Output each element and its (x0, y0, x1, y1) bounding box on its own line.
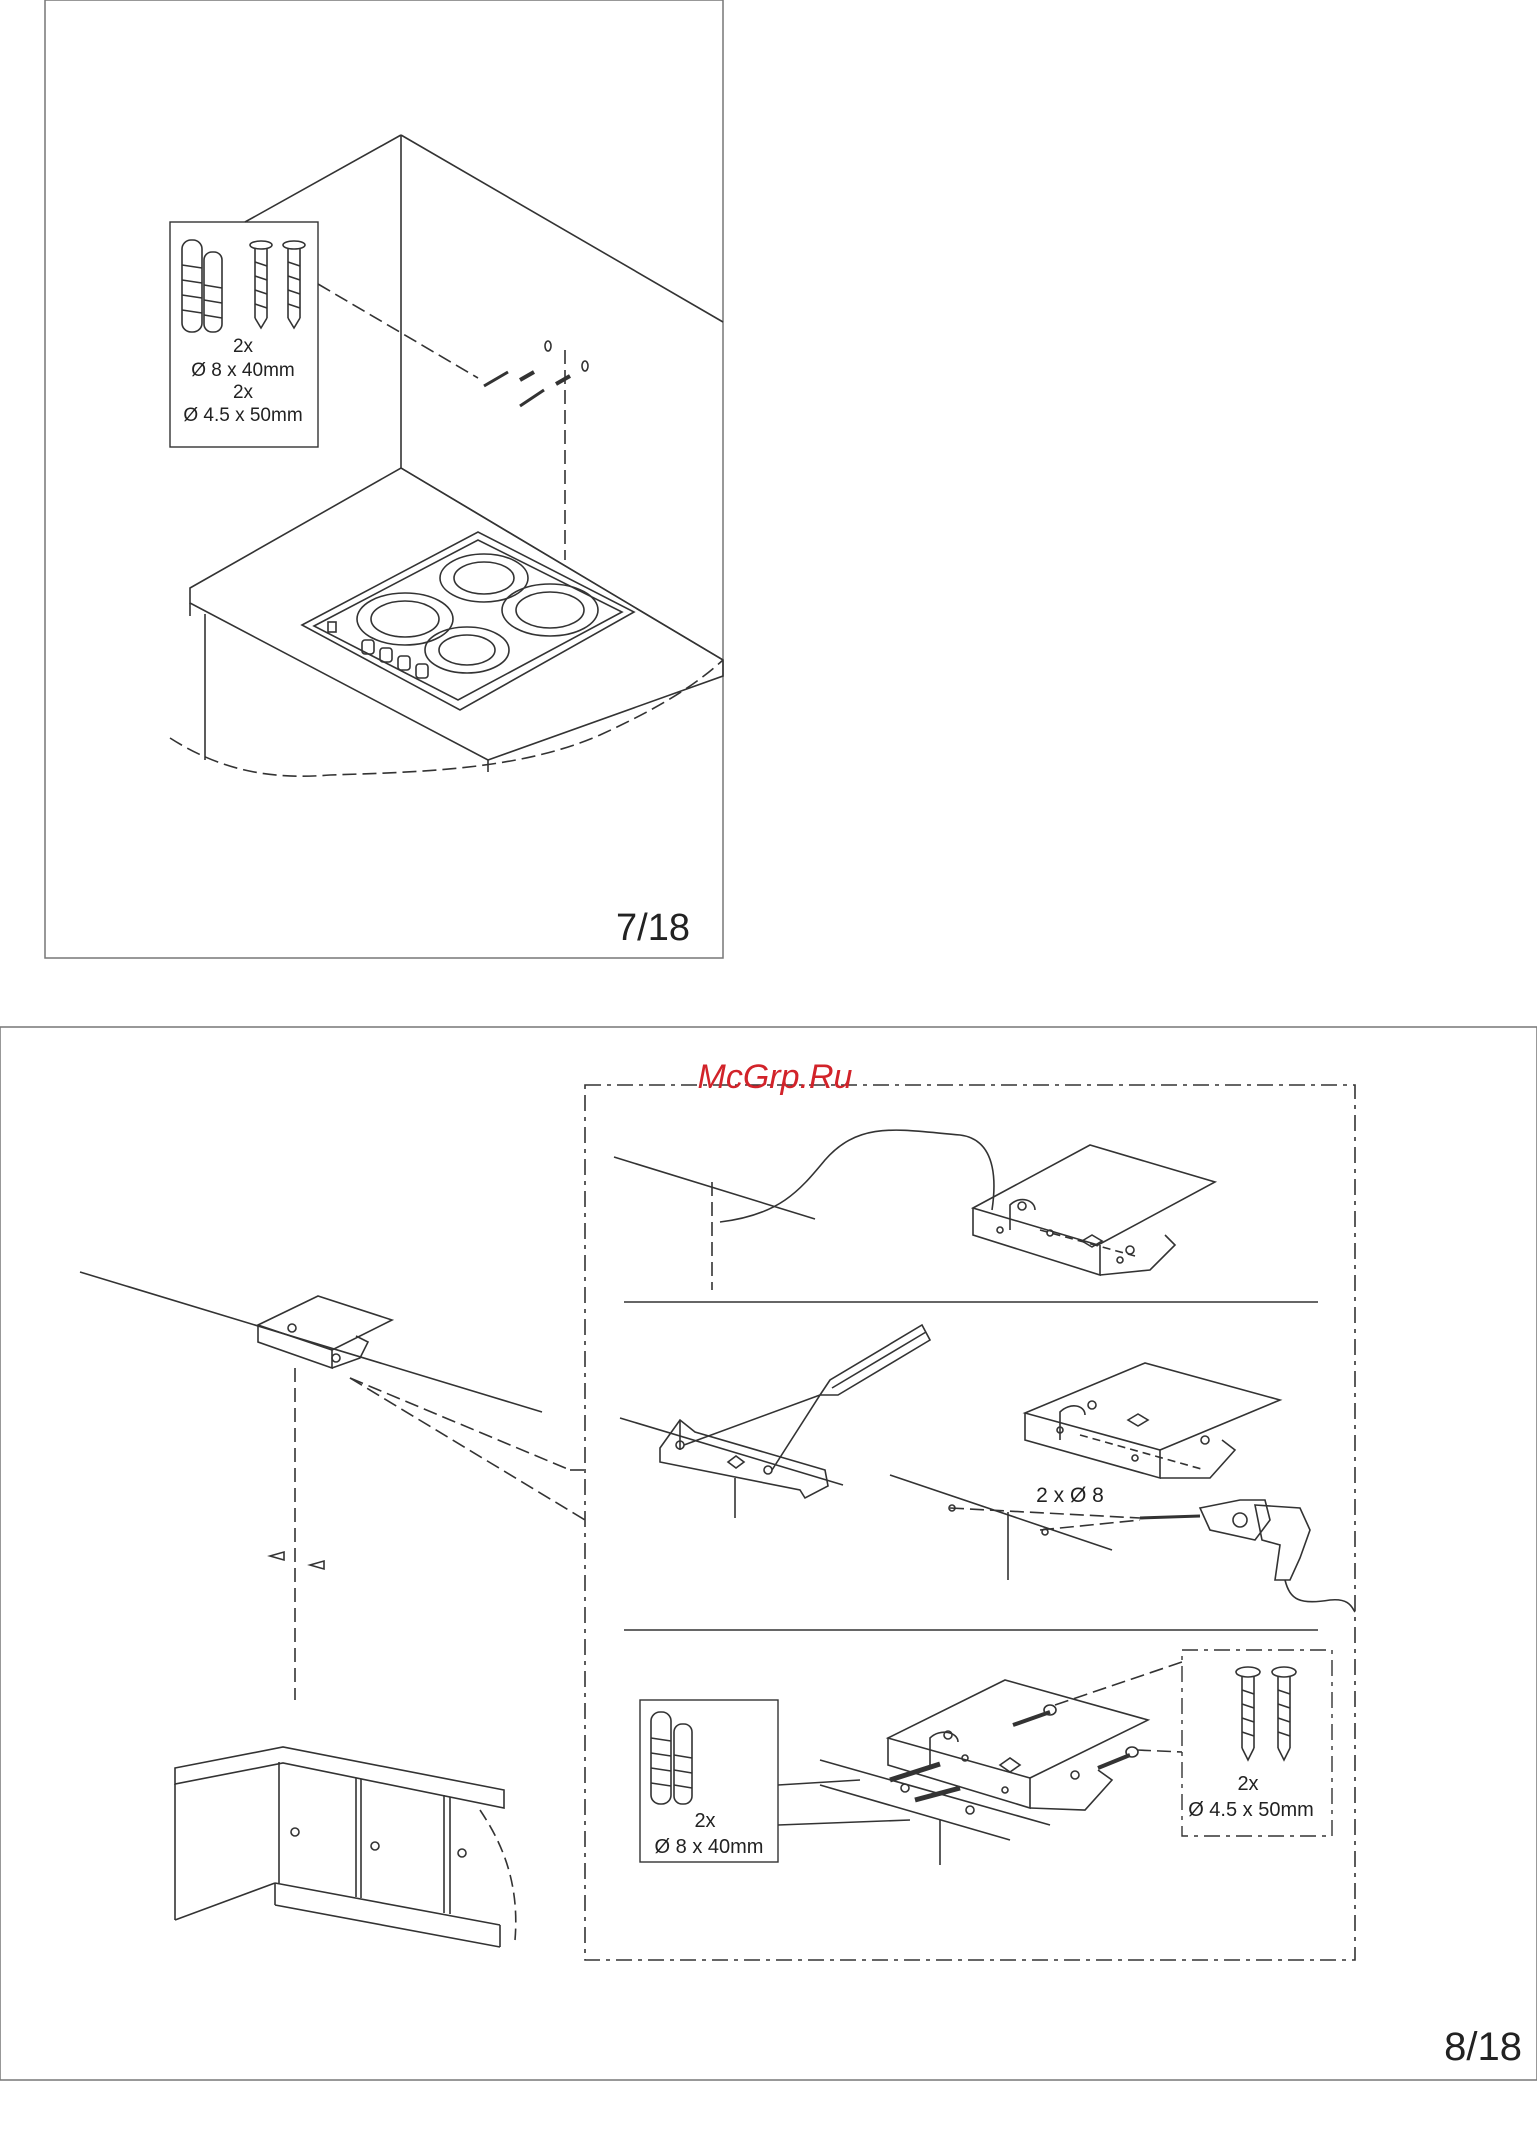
overview-bracket (80, 1272, 585, 1700)
wall-fixing-top (318, 284, 588, 560)
dowel-quantity: 2x (233, 336, 254, 357)
screw-icon (250, 241, 305, 328)
page-number-bottom: 8/18 (1444, 2025, 1522, 2069)
dowel-size: Ø 8 x 40mm (191, 360, 294, 381)
screw-size: Ø 4.5 x 50mm (183, 405, 302, 426)
screw-icon (1236, 1667, 1296, 1760)
base-cabinets (175, 1747, 516, 1947)
dowel-icon (182, 240, 222, 332)
screw-quantity: 2x (1237, 1773, 1258, 1795)
hob (302, 532, 634, 710)
worktop-with-hob (170, 468, 723, 776)
step-fix-bracket (778, 1662, 1182, 1865)
dowel-quantity: 2x (694, 1810, 715, 1832)
drill-size-label: 2 x Ø 8 (1036, 1484, 1104, 1507)
step-mark-and-drill (620, 1325, 1355, 1612)
dowel-icon (651, 1712, 692, 1804)
screw-size: Ø 4.5 x 50mm (1188, 1799, 1314, 1821)
wall-corner (245, 135, 723, 660)
page-number-top: 7/18 (616, 907, 690, 949)
screw-quantity: 2x (233, 382, 254, 403)
page-frame-bottom (0, 1027, 1537, 2080)
dowel-size: Ø 8 x 40mm (655, 1836, 764, 1858)
watermark: McGrp.Ru (698, 1058, 853, 1096)
step-bracket-on-wall (614, 1130, 1215, 1290)
